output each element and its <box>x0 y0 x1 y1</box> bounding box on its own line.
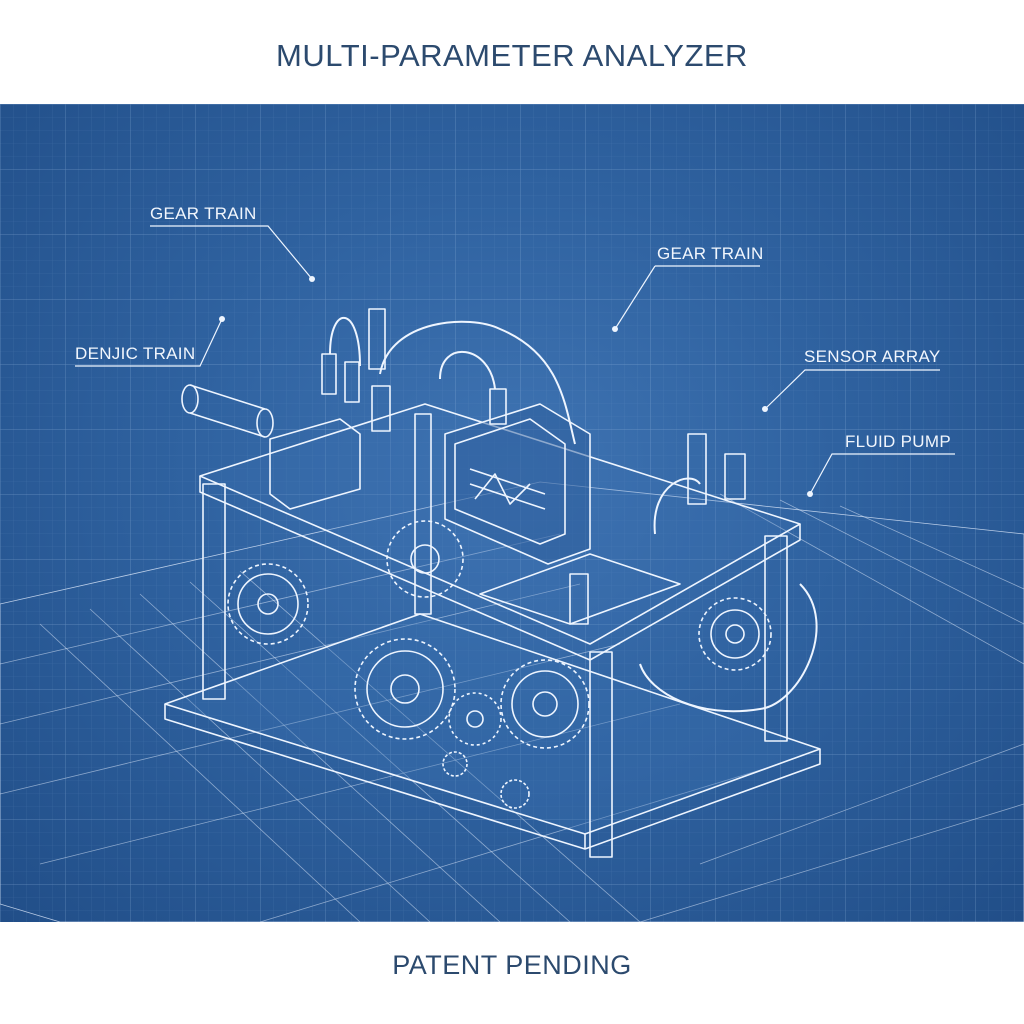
blueprint-panel: GEAR TRAIN GEAR TRAIN DENJIC TRAIN SENSO… <box>0 104 1024 922</box>
connectors <box>321 308 746 505</box>
tubes <box>329 317 818 713</box>
machine <box>164 308 821 858</box>
callout-denjic-train: DENJIC TRAIN <box>75 344 196 363</box>
footer-label: PATENT PENDING <box>392 950 632 980</box>
leader-lines <box>75 225 955 495</box>
machine-drawing <box>0 104 1024 922</box>
leader-sensor-array <box>764 369 940 410</box>
leader-fluid-pump <box>809 453 955 495</box>
leader-denjic-train <box>75 318 223 367</box>
display-screen <box>454 418 566 545</box>
gear-center <box>354 638 456 740</box>
leader-gear-train-left <box>150 225 313 280</box>
diagram-title: MULTI-PARAMETER ANALYZER <box>276 38 748 73</box>
leader-dots <box>219 276 813 497</box>
column-left <box>202 483 226 700</box>
column-front <box>589 651 613 858</box>
gear-center-right <box>500 659 590 749</box>
callout-sensor-array: SENSOR ARRAY <box>804 347 941 366</box>
right-platform <box>479 553 681 625</box>
motor-left <box>181 384 274 438</box>
callout-gear-train-left: GEAR TRAIN <box>150 204 257 223</box>
leader-gear-train-right <box>614 265 656 330</box>
callout-gear-train-right: GEAR TRAIN <box>657 244 764 263</box>
gear-small-1 <box>448 692 502 746</box>
gear-small-2 <box>442 751 530 809</box>
column-right <box>764 535 788 742</box>
column-back <box>414 413 432 615</box>
callout-fluid-pump: FLUID PUMP <box>845 432 951 451</box>
gear-left <box>227 563 309 645</box>
gear-right <box>698 597 772 671</box>
gear-back <box>386 520 464 598</box>
left-housing <box>269 418 361 510</box>
